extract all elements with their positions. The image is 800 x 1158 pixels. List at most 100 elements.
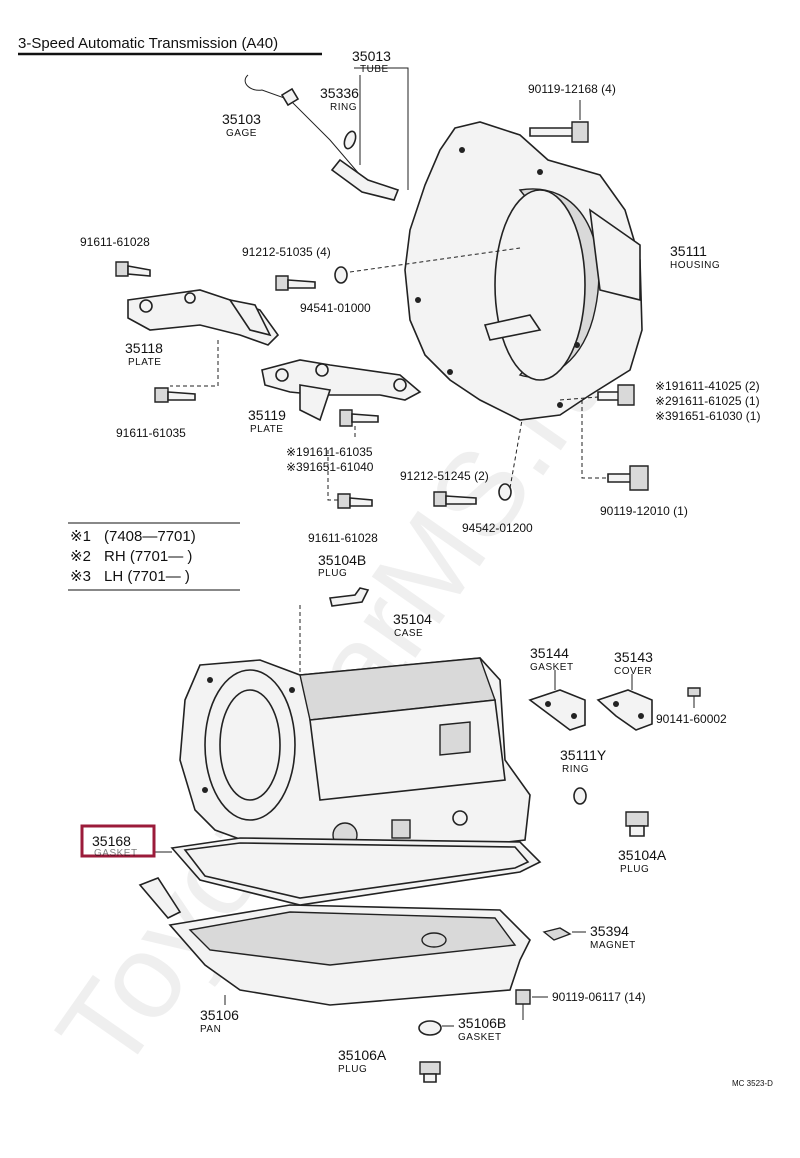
housing-part	[404, 121, 643, 421]
gasket-35168-part	[155, 837, 542, 906]
part-number: 35119	[248, 407, 286, 423]
callout-35111[interactable]: 35111 HOUSING	[670, 243, 720, 271]
fastener-label-91611-61035-n1[interactable]: ※191611-61035	[286, 445, 373, 459]
callout-35118[interactable]: 35118 PLATE	[125, 340, 163, 368]
callout-35111y[interactable]: 35111Y RING	[560, 747, 607, 775]
callout-35106a[interactable]: 35106A PLUG	[338, 1047, 387, 1075]
fastener-label-91651-61040[interactable]: ※391651-61040	[286, 460, 374, 474]
part-number: 35106	[200, 1007, 239, 1023]
cover-35143-part	[596, 674, 653, 731]
fastener-label-90119-06117[interactable]: 90119-06117 (14)	[552, 990, 646, 1004]
part-number: 35168	[92, 833, 131, 849]
part-number: 35111Y	[560, 747, 607, 763]
part-name: PLUG	[318, 568, 347, 579]
screw-90141-60002	[687, 687, 701, 708]
callout-35394[interactable]: 35394 MAGNET	[572, 923, 636, 951]
gasket-35144-part	[528, 670, 586, 731]
callout-35119[interactable]: 35119 PLATE	[248, 407, 286, 435]
fastener-label-90119-12168[interactable]: 90119-12168 (4)	[528, 82, 616, 96]
fastener-label-90141-60002[interactable]: 90141-60002	[656, 712, 727, 726]
gasket-35106b-part	[418, 1020, 442, 1036]
part-number: 35118	[125, 340, 163, 356]
page-title: 3-Speed Automatic Transmission (A40)	[18, 35, 278, 52]
magnet-35394-part	[542, 927, 572, 941]
fastener-label-91212-51245[interactable]: 91212-51245 (2)	[400, 469, 489, 483]
highlight-box	[80, 824, 156, 858]
callout-35143[interactable]: 35143 COVER	[614, 649, 653, 677]
fastener-label-91611-61035[interactable]: 91611-61035	[116, 426, 186, 440]
part-name: CASE	[394, 628, 423, 639]
fastener-label-91611-61025[interactable]: ※291611-61025 (1)	[655, 394, 760, 408]
part-name: RING	[330, 102, 357, 113]
fastener-label-91212-51035[interactable]: 91212-51035 (4)	[242, 245, 331, 259]
part-number: 35144	[530, 645, 569, 661]
note-1-mark: ※1	[70, 528, 91, 545]
bolt-91611-61035-center	[339, 409, 379, 440]
callout-35168[interactable]: 35168 GASKET	[80, 824, 156, 859]
note-1-text: (7408—7701)	[104, 528, 196, 545]
note-2-text: RH (7701— )	[104, 548, 192, 565]
notes-legend: ※1 (7408—7701) ※2 RH (7701— ) ※3 LH (770…	[68, 522, 240, 591]
fastener-label-90119-12010[interactable]: 90119-12010 (1)	[600, 504, 688, 518]
callout-35106b[interactable]: 35106B GASKET	[442, 1015, 506, 1043]
plate-35118-part	[127, 289, 280, 387]
part-name: RING	[562, 764, 589, 775]
part-name: PAN	[200, 1024, 221, 1035]
washer-94542-01200	[498, 419, 523, 501]
callout-35013[interactable]: 35013 TUBE	[352, 48, 391, 75]
bolt-91611-61028-bottom	[327, 450, 373, 509]
callout-35106[interactable]: 35106 PAN	[200, 1007, 239, 1035]
part-name: GAGE	[226, 128, 257, 139]
part-name: GASKET	[530, 662, 574, 673]
part-number: 35336	[320, 85, 359, 101]
note-3-text: LH (7701— )	[104, 568, 190, 585]
part-name: PLATE	[128, 357, 161, 368]
plug-35104b-part	[299, 587, 370, 680]
bolt-90119-12010	[581, 400, 649, 491]
callout-35144[interactable]: 35144 GASKET	[530, 645, 574, 673]
bolt-91212-51035	[275, 275, 316, 291]
part-name: PLATE	[250, 424, 283, 435]
plug-35104a-part	[625, 811, 649, 837]
part-number: 35104B	[318, 552, 366, 568]
pan-35106-part	[138, 877, 531, 1006]
bolt-90119-06117	[515, 989, 531, 1020]
fastener-label-94542-01200[interactable]: 94542-01200	[462, 521, 533, 535]
part-name: GASKET	[458, 1032, 502, 1043]
gage-tube-part	[244, 67, 409, 201]
part-number: 35104	[393, 611, 432, 627]
fastener-label-91651-61030[interactable]: ※391651-61030 (1)	[655, 409, 760, 423]
case-part	[179, 657, 531, 866]
bolt-91611-61035-left	[154, 387, 196, 403]
part-name: HOUSING	[670, 260, 720, 271]
part-name: PLUG	[338, 1064, 367, 1075]
bolt-91611-41025	[559, 384, 635, 406]
callout-35103[interactable]: 35103 GAGE	[222, 111, 261, 139]
callout-35336[interactable]: 35336 RING	[320, 85, 359, 113]
callout-35104a[interactable]: 35104A PLUG	[618, 847, 667, 875]
part-number: 35013	[352, 48, 391, 64]
part-number: 35394	[590, 923, 629, 939]
callout-35104[interactable]: 35104 CASE	[393, 611, 432, 639]
footer-code: MC 3523-D	[732, 1079, 773, 1088]
plate-35119-part	[261, 359, 422, 422]
fastener-label-91611-61028-top[interactable]: 91611-61028	[80, 235, 150, 249]
ring-35111y-part	[573, 787, 587, 805]
part-number: 35106A	[338, 1047, 387, 1063]
fastener-label-91611-61028-bottom[interactable]: 91611-61028	[308, 531, 378, 545]
washer-94541-01000	[334, 247, 521, 284]
note-3-mark: ※3	[70, 568, 91, 585]
part-number: 35111	[670, 243, 707, 259]
part-name: TUBE	[360, 64, 389, 75]
bolt-91611-61028-top	[115, 261, 151, 277]
part-name: PLUG	[620, 864, 649, 875]
fastener-label-94541-01000[interactable]: 94541-01000	[300, 301, 371, 315]
part-number: 35104A	[618, 847, 667, 863]
fastener-label-91611-41025[interactable]: ※191611-41025 (2)	[655, 379, 760, 393]
plug-35106a-part	[419, 1061, 441, 1083]
part-number: 35143	[614, 649, 653, 665]
part-name: GASKET	[94, 848, 138, 859]
callout-35104b[interactable]: 35104B PLUG	[318, 552, 366, 579]
part-name: MAGNET	[590, 940, 636, 951]
